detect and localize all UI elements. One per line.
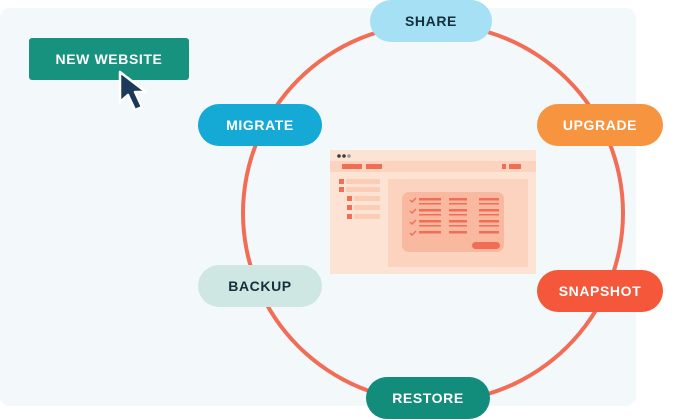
snapshot-step[interactable]: SNAPSHOT: [537, 270, 663, 312]
check-icon: [409, 208, 417, 214]
mockup-checklist: [409, 197, 499, 236]
mockup-nav-item: [366, 164, 382, 169]
mouse-pointer-icon: [118, 70, 148, 112]
check-icon: [409, 219, 417, 225]
window-dots-icon: [337, 154, 351, 158]
mockup-nav-item: [342, 164, 362, 169]
backup-step[interactable]: BACKUP: [198, 265, 322, 307]
new-website-button[interactable]: NEW WEBSITE: [29, 38, 189, 80]
website-mockup-illustration: [330, 154, 536, 267]
share-step[interactable]: SHARE: [370, 0, 492, 42]
restore-step[interactable]: RESTORE: [366, 377, 490, 419]
mockup-nav-item: [502, 164, 506, 169]
website-mockup: [330, 150, 536, 274]
mockup-submit-button: [472, 242, 500, 249]
check-icon: [409, 230, 417, 236]
check-icon: [409, 197, 417, 203]
mockup-nav-bar: [330, 161, 536, 172]
mockup-nav-item: [509, 164, 521, 169]
mockup-sidebar: [339, 179, 380, 219]
migrate-step[interactable]: MIGRATE: [198, 104, 322, 146]
upgrade-step[interactable]: UPGRADE: [537, 104, 663, 146]
